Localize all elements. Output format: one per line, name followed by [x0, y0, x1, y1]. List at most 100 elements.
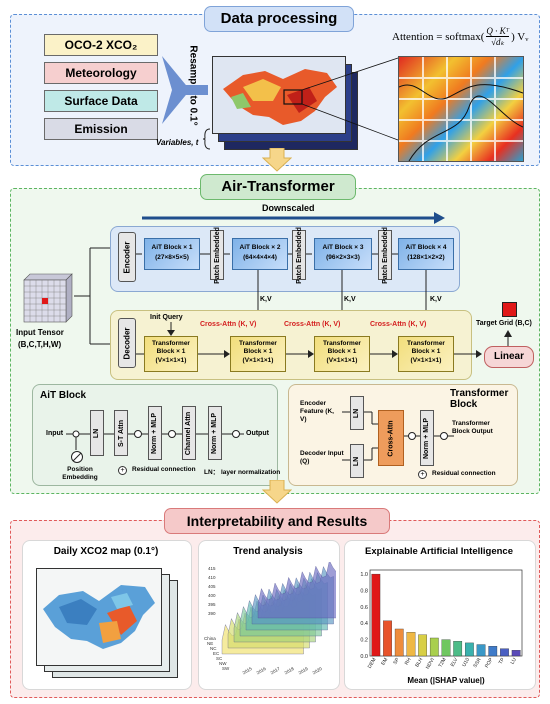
ait-ln-note: LN： layer normalization [204, 469, 281, 476]
kv-label-3: K,V [430, 296, 442, 303]
trend-xtick: 2018 [284, 666, 296, 676]
shap-ytick: 1.0 [360, 572, 368, 578]
transformer-block-4: Transformer Block × 1(V×1×1×1) [398, 336, 454, 372]
shap-bar [465, 642, 474, 657]
init-query-arrow [167, 322, 175, 336]
tb-norm-mlp: Norm + MLP [420, 410, 434, 466]
ait-block-2: AiT Block × 2(64×4×4×4) [232, 238, 288, 270]
input-tensor-cube [23, 273, 73, 323]
input-emission: Emission [44, 118, 158, 140]
position-embedding-icon [71, 451, 83, 463]
input-tensor-label: Input Tensor [16, 328, 64, 337]
shap-bar [429, 637, 439, 657]
ait-block-4: AiT Block × 4(128×1×2×2) [398, 238, 454, 270]
tb-ln-bottom: LN [350, 444, 364, 478]
trend-ytick: 410 [208, 575, 216, 580]
trend-region-label: China [204, 636, 216, 641]
trend-ytick: 415 [208, 566, 216, 571]
cross-attn-label-3: Cross-Attn (K, V) [370, 321, 427, 328]
shap-bar [453, 641, 463, 657]
patch-embedded-2: Patch Embedded [292, 227, 306, 283]
data-processing-title: Data processing [204, 6, 354, 32]
encoder-feature-label: Encoder Feature (K, V) [300, 400, 334, 423]
target-grid-square [502, 302, 517, 317]
shap-xtick: NDVI [425, 657, 436, 670]
shap-xtick: SP [392, 656, 401, 665]
trend-region-label: SC [216, 656, 223, 661]
shap-xtick: EM [380, 657, 389, 666]
trend-region-label: NE [207, 641, 213, 646]
shap-bar [500, 648, 509, 657]
cross-attn-label-2: Cross-Attn (K, V) [284, 321, 341, 328]
trend-region-label: SW [222, 666, 230, 671]
kv-label-2: K,V [344, 296, 356, 303]
trend-ytick: 390 [208, 611, 216, 616]
zoom-lines [283, 57, 399, 141]
shap-ytick: 0.4 [360, 621, 368, 627]
tb-cross-attn: Cross-Attn [378, 410, 404, 466]
ait-residual-icon: + [118, 466, 127, 475]
cross-attn-label-1: Cross-Attn (K, V) [200, 321, 257, 328]
panel-xco2-title: Daily XCO2 map (0.1°) [53, 546, 159, 557]
patch-embedded-1: Patch Embedded [210, 227, 224, 283]
shap-ytick: 0.8 [360, 588, 368, 594]
ait-flow [66, 430, 244, 450]
encoder-label: Encoder [118, 232, 136, 282]
ait-st-attn: S-T Attn [114, 410, 128, 456]
china-map-shape [223, 69, 337, 125]
trend-ytick: 400 [208, 593, 216, 598]
shap-xtick: U10 [461, 657, 471, 668]
trend-xtick: 2019 [298, 666, 310, 676]
ait-block-3: AiT Block × 3(96×2×3×3) [314, 238, 372, 270]
variables-label: Variables, t [156, 138, 199, 147]
shap-bar [511, 650, 521, 657]
shap-xtick: LU [509, 657, 518, 666]
xco2-china-map [43, 585, 155, 649]
ait-block-1: AiT Block × 1(27×8×5×5) [144, 238, 200, 270]
variables-brace [202, 128, 211, 150]
trend-ytick: 405 [208, 584, 216, 589]
tb-flow [342, 411, 454, 461]
decoder-input-label: Decoder Input (Q) [300, 450, 344, 465]
shap-xtick: DEM [367, 657, 378, 670]
shap-xtick: RH [404, 657, 413, 667]
linear-box: Linear [484, 346, 534, 368]
ait-residual-label: Residual connection [132, 466, 196, 473]
shap-bar [371, 573, 381, 657]
air-transformer-title: Air-Transformer [200, 174, 356, 200]
trend-xtick: 2020 [312, 666, 324, 676]
shap-ytick: 0.0 [360, 654, 368, 660]
shap-bar [418, 634, 427, 657]
flow-arrow-1 [262, 148, 292, 172]
results-title: Interpretability and Results [164, 508, 390, 534]
attention-grid [399, 57, 523, 161]
shap-ytick: 0.2 [360, 638, 368, 644]
downscaled-label: Downscaled [262, 203, 315, 213]
panel-trend-title: Trend analysis [233, 546, 303, 557]
shap-xtick: POP [484, 656, 495, 669]
trend-xtick: 2016 [256, 666, 268, 676]
decoder-arrows [136, 350, 482, 358]
position-embedding-label: Position Embedding [62, 466, 98, 481]
map-layer-front [212, 56, 346, 134]
transformer-block-1: Transformer Block × 1(V×1×1×1) [144, 336, 198, 372]
tb-output-label: Transformer Block Output [452, 420, 493, 435]
transformer-block-2: Transformer Block × 1(V×1×1×1) [230, 336, 286, 372]
shap-ytick: 0.6 [360, 605, 368, 611]
shap-bar [488, 646, 498, 657]
resample-arrow [162, 56, 208, 124]
ait-norm-mlp-1: Norm + MLP [148, 406, 162, 460]
shap-bar [394, 628, 404, 657]
tb-ln-top: LN [350, 396, 364, 430]
shap-xtick: BLH [414, 657, 424, 669]
attention-formula: Attention = softmax( Q · Kᵀ √dₖ ) Vᵥ [392, 26, 529, 47]
panel-xai-title: Explainable Artificial Intelligence [365, 546, 513, 557]
input-meteorology: Meteorology [44, 62, 158, 84]
ait-input-label: Input [46, 430, 64, 437]
target-grid-label: Target Grid (B,C) [476, 320, 532, 327]
xco2-layer-front [36, 568, 162, 666]
trend-layer [257, 562, 336, 619]
transformer-block-3: Transformer Block × 1(V×1×1×1) [314, 336, 370, 372]
